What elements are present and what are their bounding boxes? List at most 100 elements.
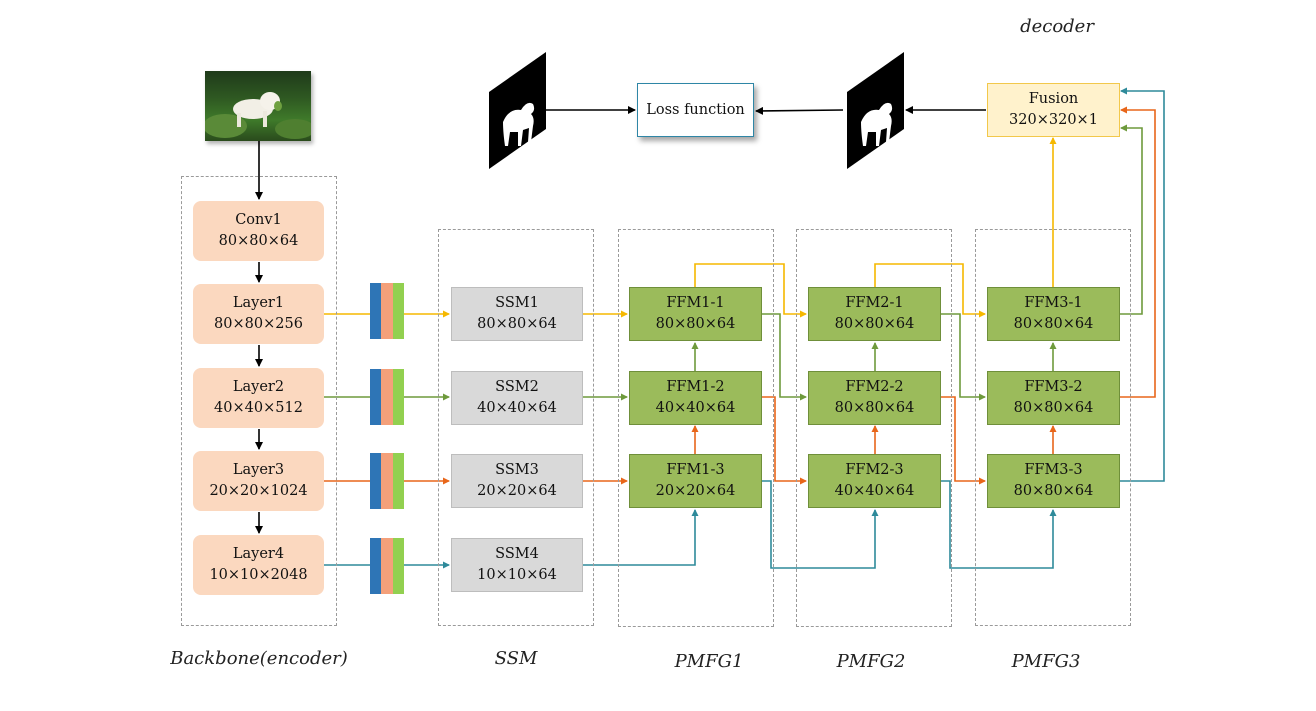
ffm-name: FFM2-2 (845, 379, 904, 395)
encoder-conv1: Conv1 80×80×64 (193, 201, 324, 261)
stack-blue-bar (370, 453, 382, 509)
ssm-size: 10×10×64 (477, 567, 557, 583)
encoder-name: Layer3 (232, 462, 285, 478)
ffm32-to-fusion-line (1120, 106, 1156, 398)
ffm-name: FFM1-3 (666, 462, 725, 478)
ffm-size: 80×80×64 (655, 316, 736, 332)
fusion-size: 320×320×1 (1009, 112, 1098, 128)
ssm2-box: SSM2 40×40×64 (451, 371, 583, 425)
ffm-size: 80×80×64 (1013, 316, 1094, 332)
pmfg3-label: PMFG3 (1011, 651, 1081, 672)
fusion-box: Fusion 320×320×1 (987, 83, 1120, 137)
ffm-size: 40×40×64 (655, 400, 736, 416)
ssm4-to-ffm13-line (583, 509, 699, 566)
stack-orange-bar (381, 538, 393, 594)
ffm21-to-ffm32-line (941, 313, 986, 401)
ssm1-box: SSM1 80×80×64 (451, 287, 583, 341)
stack-green-bar (392, 453, 404, 509)
encoder-size: 40×40×512 (214, 400, 303, 416)
encoder-name: Layer4 (232, 546, 285, 562)
stack-green-bar (392, 283, 404, 339)
channel-stack-4 (370, 538, 404, 594)
ssm-name: SSM3 (495, 462, 539, 478)
ssm3-box: SSM3 20×20×64 (451, 454, 583, 508)
encoder-size: 80×80×256 (214, 316, 303, 332)
ssm-size: 80×80×64 (477, 316, 557, 332)
channel-stack-1 (370, 283, 404, 339)
encoder-size: 10×10×2048 (209, 567, 308, 583)
pmfg3-group (975, 229, 1131, 626)
encoder-layer3: Layer3 20×20×1024 (193, 451, 324, 511)
channel-stack-3 (370, 453, 404, 509)
ffm31-to-fusion-line (1120, 124, 1143, 315)
stack-blue-bar (370, 538, 382, 594)
encoder-size: 20×20×1024 (209, 483, 308, 499)
ffm23-to-ffm33-line (941, 480, 1057, 569)
encoder-layer2: Layer2 40×40×512 (193, 368, 324, 428)
pmfg2-label: PMFG2 (836, 651, 906, 672)
ffm-size: 40×40×64 (834, 483, 915, 499)
ssm-label: SSM (494, 648, 538, 669)
ffm1-1-box: FFM1-1 80×80×64 (629, 287, 762, 341)
ffm21-skip-to-ffm31 (874, 263, 986, 318)
stack-blue-bar (370, 283, 382, 339)
encoder-name: Layer2 (232, 379, 285, 395)
dog-photo (205, 92, 311, 139)
ssm4-box: SSM4 10×10×64 (451, 538, 583, 592)
ffm3-2-box: FFM3-2 80×80×64 (987, 371, 1120, 425)
ffm-size: 20×20×64 (655, 483, 736, 499)
ffm22-to-ffm33-line (941, 396, 986, 485)
ssm-group (438, 229, 594, 626)
ffm-name: FFM2-1 (845, 295, 904, 311)
pred-to-loss-arrow (755, 106, 844, 115)
ffm33-to-fusion-line (1120, 87, 1165, 482)
loss-function-label: Loss function (646, 101, 745, 118)
stack-orange-bar (381, 369, 393, 425)
pmfg1-label: PMFG1 (674, 651, 744, 672)
backbone-label: Backbone(encoder) (170, 648, 348, 669)
ffm13-to-ffm23-line (762, 480, 879, 569)
input-image (205, 71, 311, 141)
pmfg2-group (796, 229, 952, 627)
ffm12-to-ffm23-line (762, 396, 807, 485)
ffm3-1-box: FFM3-1 80×80×64 (987, 287, 1120, 341)
ffm3-3-box: FFM3-3 80×80×64 (987, 454, 1120, 508)
ffm11-to-ffm22-line (762, 313, 807, 401)
backbone-group (181, 176, 337, 626)
prediction-mask (847, 52, 904, 169)
ssm-name: SSM2 (495, 379, 539, 395)
fusion-name: Fusion (1028, 91, 1079, 107)
ffm-size: 80×80×64 (834, 316, 915, 332)
ffm2-2-box: FFM2-2 80×80×64 (808, 371, 941, 425)
ffm-name: FFM1-2 (666, 379, 725, 395)
ffm2-1-box: FFM2-1 80×80×64 (808, 287, 941, 341)
encoder-layer4: Layer4 10×10×2048 (193, 535, 324, 595)
encoder-name: Layer1 (232, 295, 285, 311)
stack-orange-bar (381, 453, 393, 509)
stack-blue-bar (370, 369, 382, 425)
pmfg1-group (618, 229, 774, 627)
ffm2-3-box: FFM2-3 40×40×64 (808, 454, 941, 508)
decoder-label: decoder (1020, 16, 1094, 37)
encoder-size: 80×80×64 (218, 233, 299, 249)
loss-function-box: Loss function (637, 83, 754, 137)
ssm-size: 40×40×64 (477, 400, 557, 416)
ffm11-skip-to-ffm21 (694, 263, 807, 318)
ffm-name: FFM3-3 (1024, 462, 1083, 478)
encoder-layer1: Layer1 80×80×256 (193, 284, 324, 344)
ssm-name: SSM1 (495, 295, 539, 311)
ffm-name: FFM1-1 (666, 295, 725, 311)
ssm-name: SSM4 (495, 546, 539, 562)
ffm1-3-box: FFM1-3 20×20×64 (629, 454, 762, 508)
ffm1-2-box: FFM1-2 40×40×64 (629, 371, 762, 425)
encoder-name: Conv1 (235, 212, 282, 228)
ffm-size: 80×80×64 (834, 400, 915, 416)
ffm-size: 80×80×64 (1013, 483, 1094, 499)
ffm-size: 80×80×64 (1013, 400, 1094, 416)
channel-stack-2 (370, 369, 404, 425)
ground-truth-mask (489, 52, 546, 169)
stack-orange-bar (381, 283, 393, 339)
stack-green-bar (392, 369, 404, 425)
stack-green-bar (392, 538, 404, 594)
